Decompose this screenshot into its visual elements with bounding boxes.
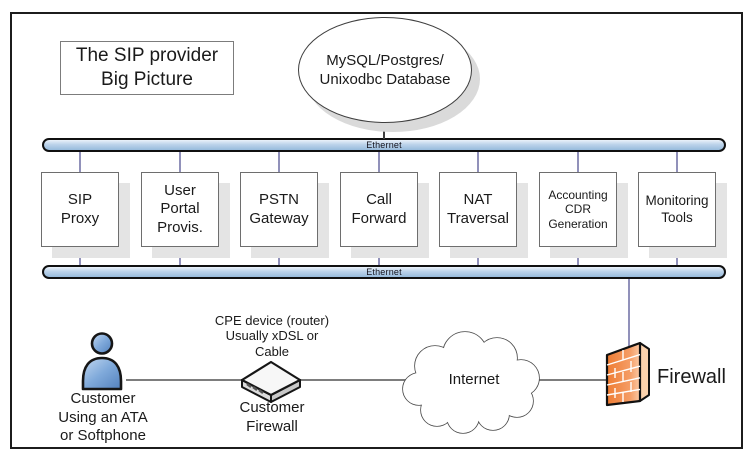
connector-line <box>477 151 479 173</box>
database-to-ethernet-connector <box>383 122 385 139</box>
ethernet-bus-bottom: Ethernet <box>42 265 726 279</box>
server-box-pstn-gateway: PSTN Gateway <box>240 172 318 247</box>
server-box-label: User Portal Provis. <box>157 182 203 236</box>
server-box-label: PSTN Gateway <box>249 191 309 227</box>
connector-line <box>79 246 81 266</box>
diagram-outer-frame <box>10 12 743 449</box>
customer-person-icon <box>76 331 128 392</box>
cpe-to-internet-line <box>292 379 410 381</box>
connector-line <box>676 151 678 173</box>
server-box-label: Call Forward <box>351 191 407 227</box>
connector-line <box>676 246 678 266</box>
server-box-nat-traversal: NAT Traversal <box>439 172 517 247</box>
ethernet-bottom-label: Ethernet <box>366 266 402 277</box>
server-box-label: Accounting CDR Generation <box>548 187 608 231</box>
server-box-monitoring-tools: Monitoring Tools <box>638 172 716 247</box>
cpe-router-icon <box>238 359 304 405</box>
connector-line <box>477 246 479 266</box>
database-label: MySQL/Postgres/ Unixodbc Database <box>319 51 451 89</box>
firewall-label: Firewall <box>657 366 726 388</box>
connector-line <box>378 151 380 173</box>
internet-to-firewall-line <box>538 379 612 381</box>
connector-line <box>79 151 81 173</box>
server-box-user-portal: User Portal Provis. <box>141 172 219 247</box>
diagram-title-box: The SIP provider Big Picture <box>60 41 234 95</box>
server-box-call-forward: Call Forward <box>340 172 418 247</box>
server-box-label: SIP Proxy <box>60 191 100 227</box>
diagram-title: The SIP provider Big Picture <box>75 44 219 90</box>
server-box-label: NAT Traversal <box>447 191 509 227</box>
connector-line <box>378 246 380 266</box>
connector-line <box>179 151 181 173</box>
ethernet-top-label: Ethernet <box>366 139 402 150</box>
cpe-firewall-caption: Customer Firewall <box>239 399 305 435</box>
ethernet-bus-top: Ethernet <box>42 138 726 152</box>
ethernet-to-firewall-connector <box>628 278 630 346</box>
internet-cloud-icon <box>399 328 549 436</box>
connector-line <box>577 246 579 266</box>
cpe-caption: CPE device (router) Usually xDSL or Cabl… <box>214 313 330 359</box>
server-box-accounting-cdr: Accounting CDR Generation <box>539 172 617 247</box>
connector-line <box>577 151 579 173</box>
customer-caption: Customer Using an ATA or Softphone <box>58 390 148 445</box>
database-node: MySQL/Postgres/ Unixodbc Database <box>298 17 472 123</box>
customer-to-cpe-line <box>126 379 252 381</box>
firewall-brick-icon <box>604 341 656 408</box>
connector-line <box>278 246 280 266</box>
server-box-label: Monitoring Tools <box>645 193 709 225</box>
server-box-sip-proxy: SIP Proxy <box>41 172 119 247</box>
connector-line <box>278 151 280 173</box>
connector-line <box>179 246 181 266</box>
internet-label: Internet <box>448 371 500 388</box>
